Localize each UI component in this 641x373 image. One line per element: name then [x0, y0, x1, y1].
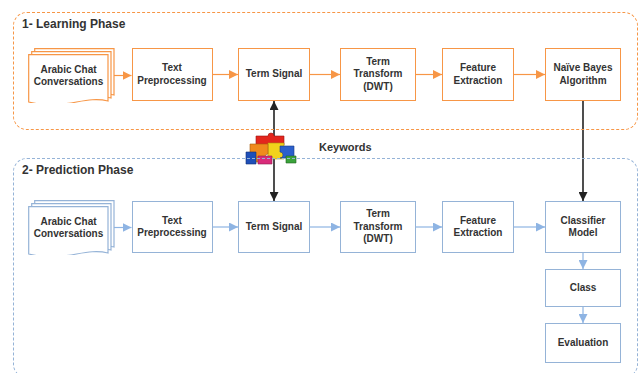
process-box: Evaluation	[545, 323, 621, 363]
process-box: Feature Extraction	[442, 201, 514, 253]
box-label: Term Signal	[243, 221, 305, 234]
box-label: Text Preprocessing	[137, 62, 208, 87]
arrow-connector	[514, 226, 545, 227]
arrow-connector	[310, 74, 340, 75]
box-label: Term Signal	[243, 68, 305, 81]
box-label: Evaluation	[550, 337, 616, 350]
process-box: Term Transform (DWT)	[340, 48, 416, 101]
box-label: Class	[550, 282, 616, 295]
arrow-connector	[416, 74, 442, 75]
box-label: Feature Extraction	[447, 62, 509, 87]
box-label: Classifier Model	[550, 215, 616, 240]
process-box: Class	[545, 269, 621, 307]
arrow-connector	[213, 74, 239, 75]
box-label: Term Transform (DWT)	[345, 208, 411, 246]
document-page	[29, 55, 108, 103]
document-outline	[28, 48, 116, 103]
arrow-connector	[310, 226, 340, 227]
document-outline	[28, 200, 116, 255]
document-stack: Arabic Chat Conversations	[28, 200, 116, 255]
process-box: Naïve Bayes Algorithm	[545, 48, 621, 101]
process-box: Feature Extraction	[442, 48, 514, 101]
phase-title: 2- Prediction Phase	[22, 163, 133, 177]
arrow-connector	[514, 74, 545, 75]
box-label: Text Preprocessing	[137, 215, 208, 240]
arrow-connector	[582, 307, 583, 323]
document-page	[29, 207, 108, 255]
arrow-connector	[213, 226, 239, 227]
process-box: Term Signal	[238, 48, 310, 101]
process-box: Term Signal	[238, 201, 310, 253]
box-label: Arabic Chat Conversations	[32, 64, 105, 89]
phase-title: 1- Learning Phase	[22, 17, 125, 31]
box-label: Arabic Chat Conversations	[32, 216, 105, 241]
phase-band: 1- Learning PhaseArabic Chat Conversatio…	[13, 12, 638, 130]
arrow-connector	[582, 253, 583, 269]
document-stack: Arabic Chat Conversations	[28, 48, 116, 103]
process-box: Classifier Model	[545, 201, 621, 253]
box-label: Naïve Bayes Algorithm	[550, 62, 616, 87]
box-label: Feature Extraction	[447, 215, 509, 240]
process-box: Text Preprocessing	[132, 48, 213, 101]
arrow-connector	[582, 101, 584, 201]
box-label: Term Transform (DWT)	[345, 56, 411, 94]
process-box: Text Preprocessing	[132, 201, 213, 253]
callout-label: Keywords	[318, 141, 373, 153]
phase-band: 2- Prediction PhaseArabic Chat Conversat…	[13, 158, 638, 373]
arrow-connector	[416, 226, 442, 227]
process-box: Term Transform (DWT)	[340, 201, 416, 253]
